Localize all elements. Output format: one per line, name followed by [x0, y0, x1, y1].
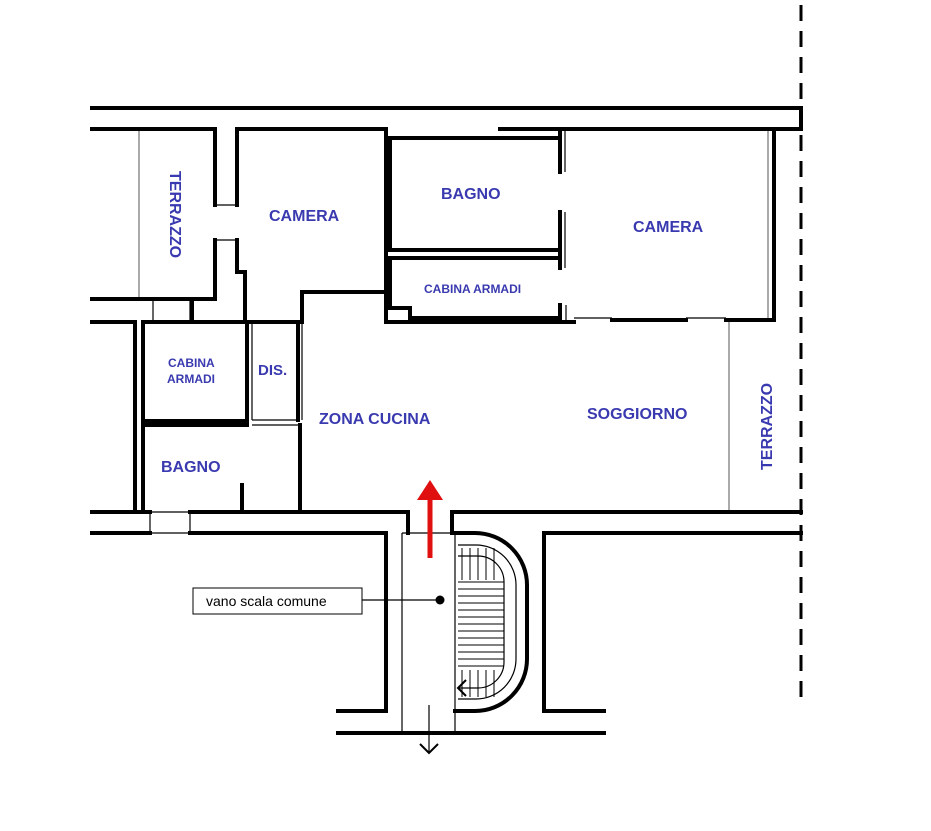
living-area-walls — [450, 322, 803, 535]
outer-walls-top — [90, 106, 803, 324]
left-service-walls — [90, 320, 410, 535]
stairwell — [336, 510, 606, 735]
room-label-camera-left: CAMERA — [269, 208, 340, 225]
stair-treads — [458, 548, 504, 697]
room-label-bagno-bottom: BAGNO — [161, 459, 221, 476]
right-bedroom-walls — [384, 127, 776, 324]
room-label-terrazzo-right: TERRAZZO — [759, 383, 776, 470]
room-label-cabina-armadi-right: CABINA ARMADI — [424, 282, 521, 296]
room-label-bagno-top: BAGNO — [441, 186, 501, 203]
room-label-camera-right: CAMERA — [633, 219, 704, 236]
entry-arrow — [417, 480, 443, 558]
room-label-cabina-armadi-left-line2: ARMADI — [167, 372, 215, 386]
room-label-dis: DIS. — [258, 362, 287, 379]
stair-direction-arrow-icon — [456, 679, 467, 697]
room-label-soggiorno: SOGGIORNO — [587, 406, 687, 423]
room-label-cabina-armadi-left-line1: CABINA — [168, 356, 215, 370]
stair-annotation: vano scala comune — [192, 587, 445, 615]
down-arrow-icon — [419, 705, 439, 755]
room-label-zona-cucina: ZONA CUCINA — [319, 411, 431, 428]
room-label-terrazzo-left: TERRAZZO — [166, 171, 183, 258]
camera-left-walls — [190, 127, 388, 324]
stair-marker-dot — [435, 595, 445, 605]
stair-label: vano scala comune — [206, 593, 327, 609]
